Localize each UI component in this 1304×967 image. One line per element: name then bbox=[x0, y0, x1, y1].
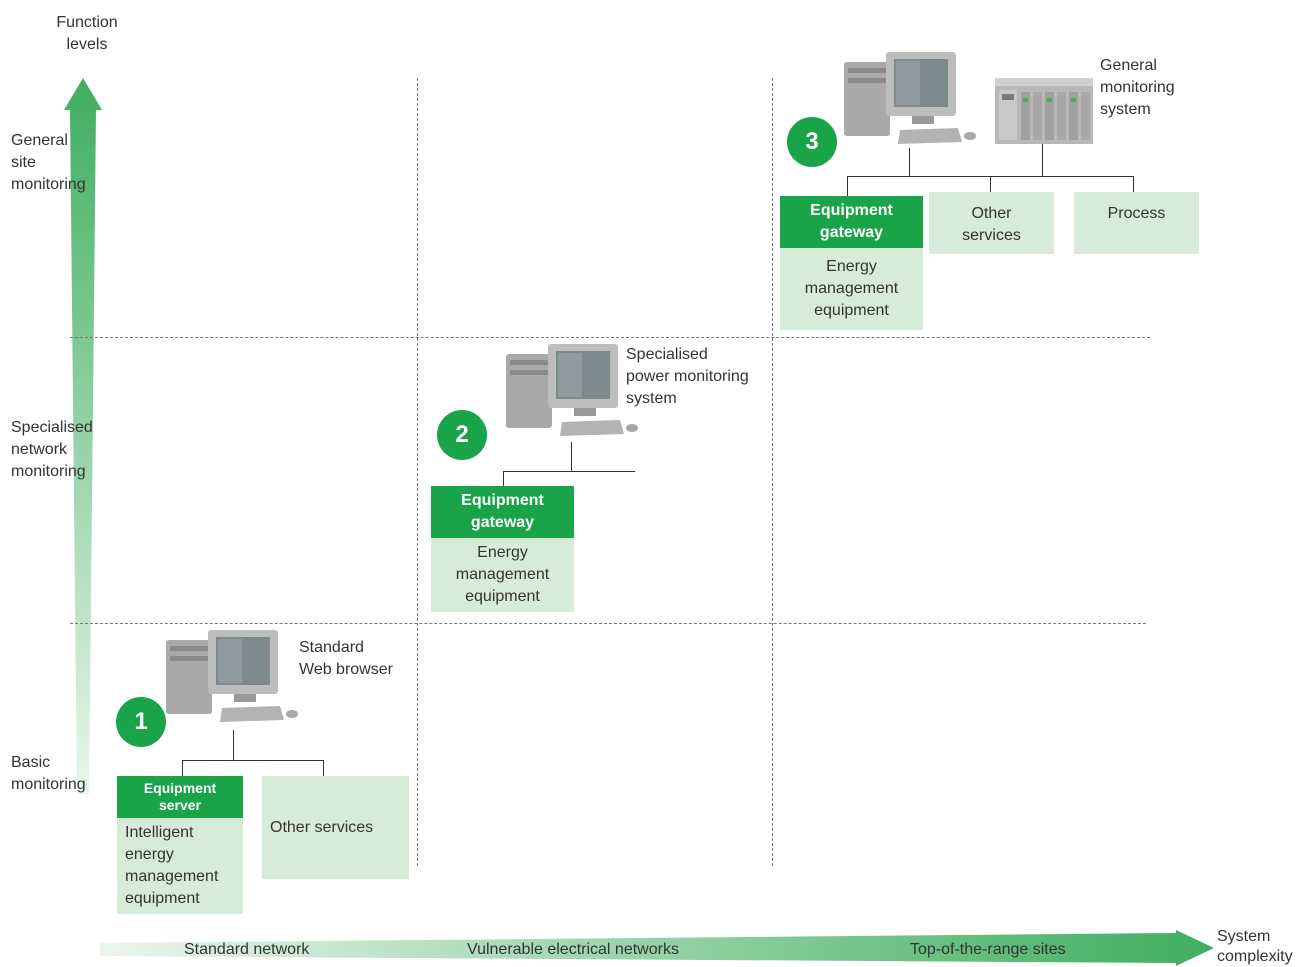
level-badge-1: 1 bbox=[116, 697, 166, 747]
level-label-line: General bbox=[11, 132, 68, 149]
level-label-basic: Basic monitoring bbox=[11, 752, 86, 796]
row-divider bbox=[70, 623, 1146, 624]
level-label-line: monitoring bbox=[11, 176, 86, 193]
computer-label-web-browser: Standard Web browser bbox=[299, 637, 393, 681]
computer-label-line: system bbox=[626, 390, 677, 407]
device-text-line: equipment bbox=[125, 890, 200, 907]
system-complexity-axis-arrow bbox=[100, 930, 1214, 966]
process-label: Process bbox=[1107, 205, 1166, 222]
header-line: Equipment bbox=[461, 492, 544, 509]
device-text-line: Energy bbox=[826, 258, 877, 275]
process-box: Process bbox=[1074, 192, 1199, 254]
connector-line bbox=[233, 730, 234, 760]
connector-line bbox=[990, 176, 991, 192]
column-divider bbox=[772, 78, 773, 866]
column-divider bbox=[417, 78, 418, 866]
other-services-box: Other services bbox=[262, 776, 409, 879]
header-line: gateway bbox=[819, 224, 884, 241]
connector-line bbox=[182, 760, 183, 776]
connector-line bbox=[909, 148, 910, 176]
device-text-line: management bbox=[125, 868, 219, 885]
connector-line bbox=[1042, 144, 1043, 176]
device-text-line: management bbox=[455, 566, 550, 583]
other-services-box: Other services bbox=[929, 192, 1054, 254]
computer-label-line: Web browser bbox=[299, 661, 393, 678]
segment-label-standard: Standard network bbox=[184, 941, 310, 958]
equipment-server-header: Equipment server bbox=[117, 776, 243, 818]
device-text-line: management bbox=[804, 280, 899, 297]
computer-label-line: power monitoring bbox=[626, 368, 749, 385]
x-axis-title-line: complexity bbox=[1217, 948, 1293, 965]
connector-line bbox=[847, 176, 848, 196]
computer-label-line: General bbox=[1100, 57, 1157, 74]
header-line: Equipment bbox=[143, 780, 217, 796]
computer-label-line: system bbox=[1100, 101, 1151, 118]
other-services-label: Other services bbox=[270, 818, 374, 836]
equipment-gateway-header: Equipment gateway bbox=[431, 486, 574, 538]
device-text-line: Energy bbox=[477, 544, 528, 561]
computer-label-line: monitoring bbox=[1100, 79, 1175, 96]
device-text-line: Intelligent bbox=[125, 824, 194, 841]
energy-management-equipment-box: Energy management equipment bbox=[780, 248, 923, 330]
row-divider bbox=[70, 337, 1150, 338]
level-label-line: site bbox=[11, 154, 36, 171]
function-levels-axis-arrow bbox=[64, 78, 102, 794]
level-badge-3: 3 bbox=[787, 117, 837, 167]
connector-line bbox=[323, 760, 324, 776]
x-axis-title-line: System bbox=[1217, 928, 1271, 945]
header-line: gateway bbox=[470, 514, 535, 531]
computer-label-power-monitoring: Specialised power monitoring system bbox=[626, 344, 749, 410]
computer-label-general-monitoring: General monitoring system bbox=[1100, 55, 1175, 121]
device-text-line: equipment bbox=[465, 588, 540, 605]
computer-label-line: Specialised bbox=[626, 346, 708, 363]
computer-icon bbox=[844, 52, 976, 144]
computer-icon bbox=[166, 630, 298, 722]
level-label-line: monitoring bbox=[11, 776, 86, 793]
device-text-line: energy bbox=[125, 846, 174, 863]
connector-line bbox=[503, 471, 504, 486]
level-label-general: General site monitoring bbox=[11, 130, 86, 196]
level-label-line: monitoring bbox=[11, 463, 86, 480]
level-label-specialised: Specialised network monitoring bbox=[11, 417, 93, 483]
equipment-gateway-header: Equipment gateway bbox=[780, 196, 923, 248]
segment-label-top-range: Top-of-the-range sites bbox=[910, 941, 1066, 958]
y-axis-title-line: Function bbox=[56, 14, 118, 31]
intelligent-energy-equipment-box: Intelligent energy management equipment bbox=[117, 818, 243, 914]
level-label-line: Specialised bbox=[11, 419, 93, 436]
y-axis-title: Function levels bbox=[40, 12, 134, 56]
header-line: Equipment bbox=[810, 202, 893, 219]
computer-label-line: Standard bbox=[299, 639, 364, 656]
plc-controller-icon bbox=[995, 78, 1093, 144]
connector-line bbox=[1133, 176, 1134, 192]
connector-line bbox=[503, 471, 635, 472]
other-services-line: services bbox=[962, 227, 1021, 244]
computer-icon bbox=[506, 344, 638, 436]
segment-label-vulnerable: Vulnerable electrical networks bbox=[467, 941, 679, 958]
other-services-line: Other bbox=[971, 205, 1012, 222]
level-label-line: network bbox=[11, 441, 68, 458]
header-line: server bbox=[158, 797, 202, 813]
level-badge-2: 2 bbox=[437, 410, 487, 460]
connector-line bbox=[571, 442, 572, 471]
connector-line bbox=[182, 760, 324, 761]
level-label-line: Basic bbox=[11, 754, 51, 771]
x-axis-title: System complexity bbox=[1217, 927, 1293, 967]
device-text-line: equipment bbox=[814, 302, 889, 319]
y-axis-title-line: levels bbox=[66, 36, 108, 53]
energy-management-equipment-box: Energy management equipment bbox=[431, 538, 574, 612]
